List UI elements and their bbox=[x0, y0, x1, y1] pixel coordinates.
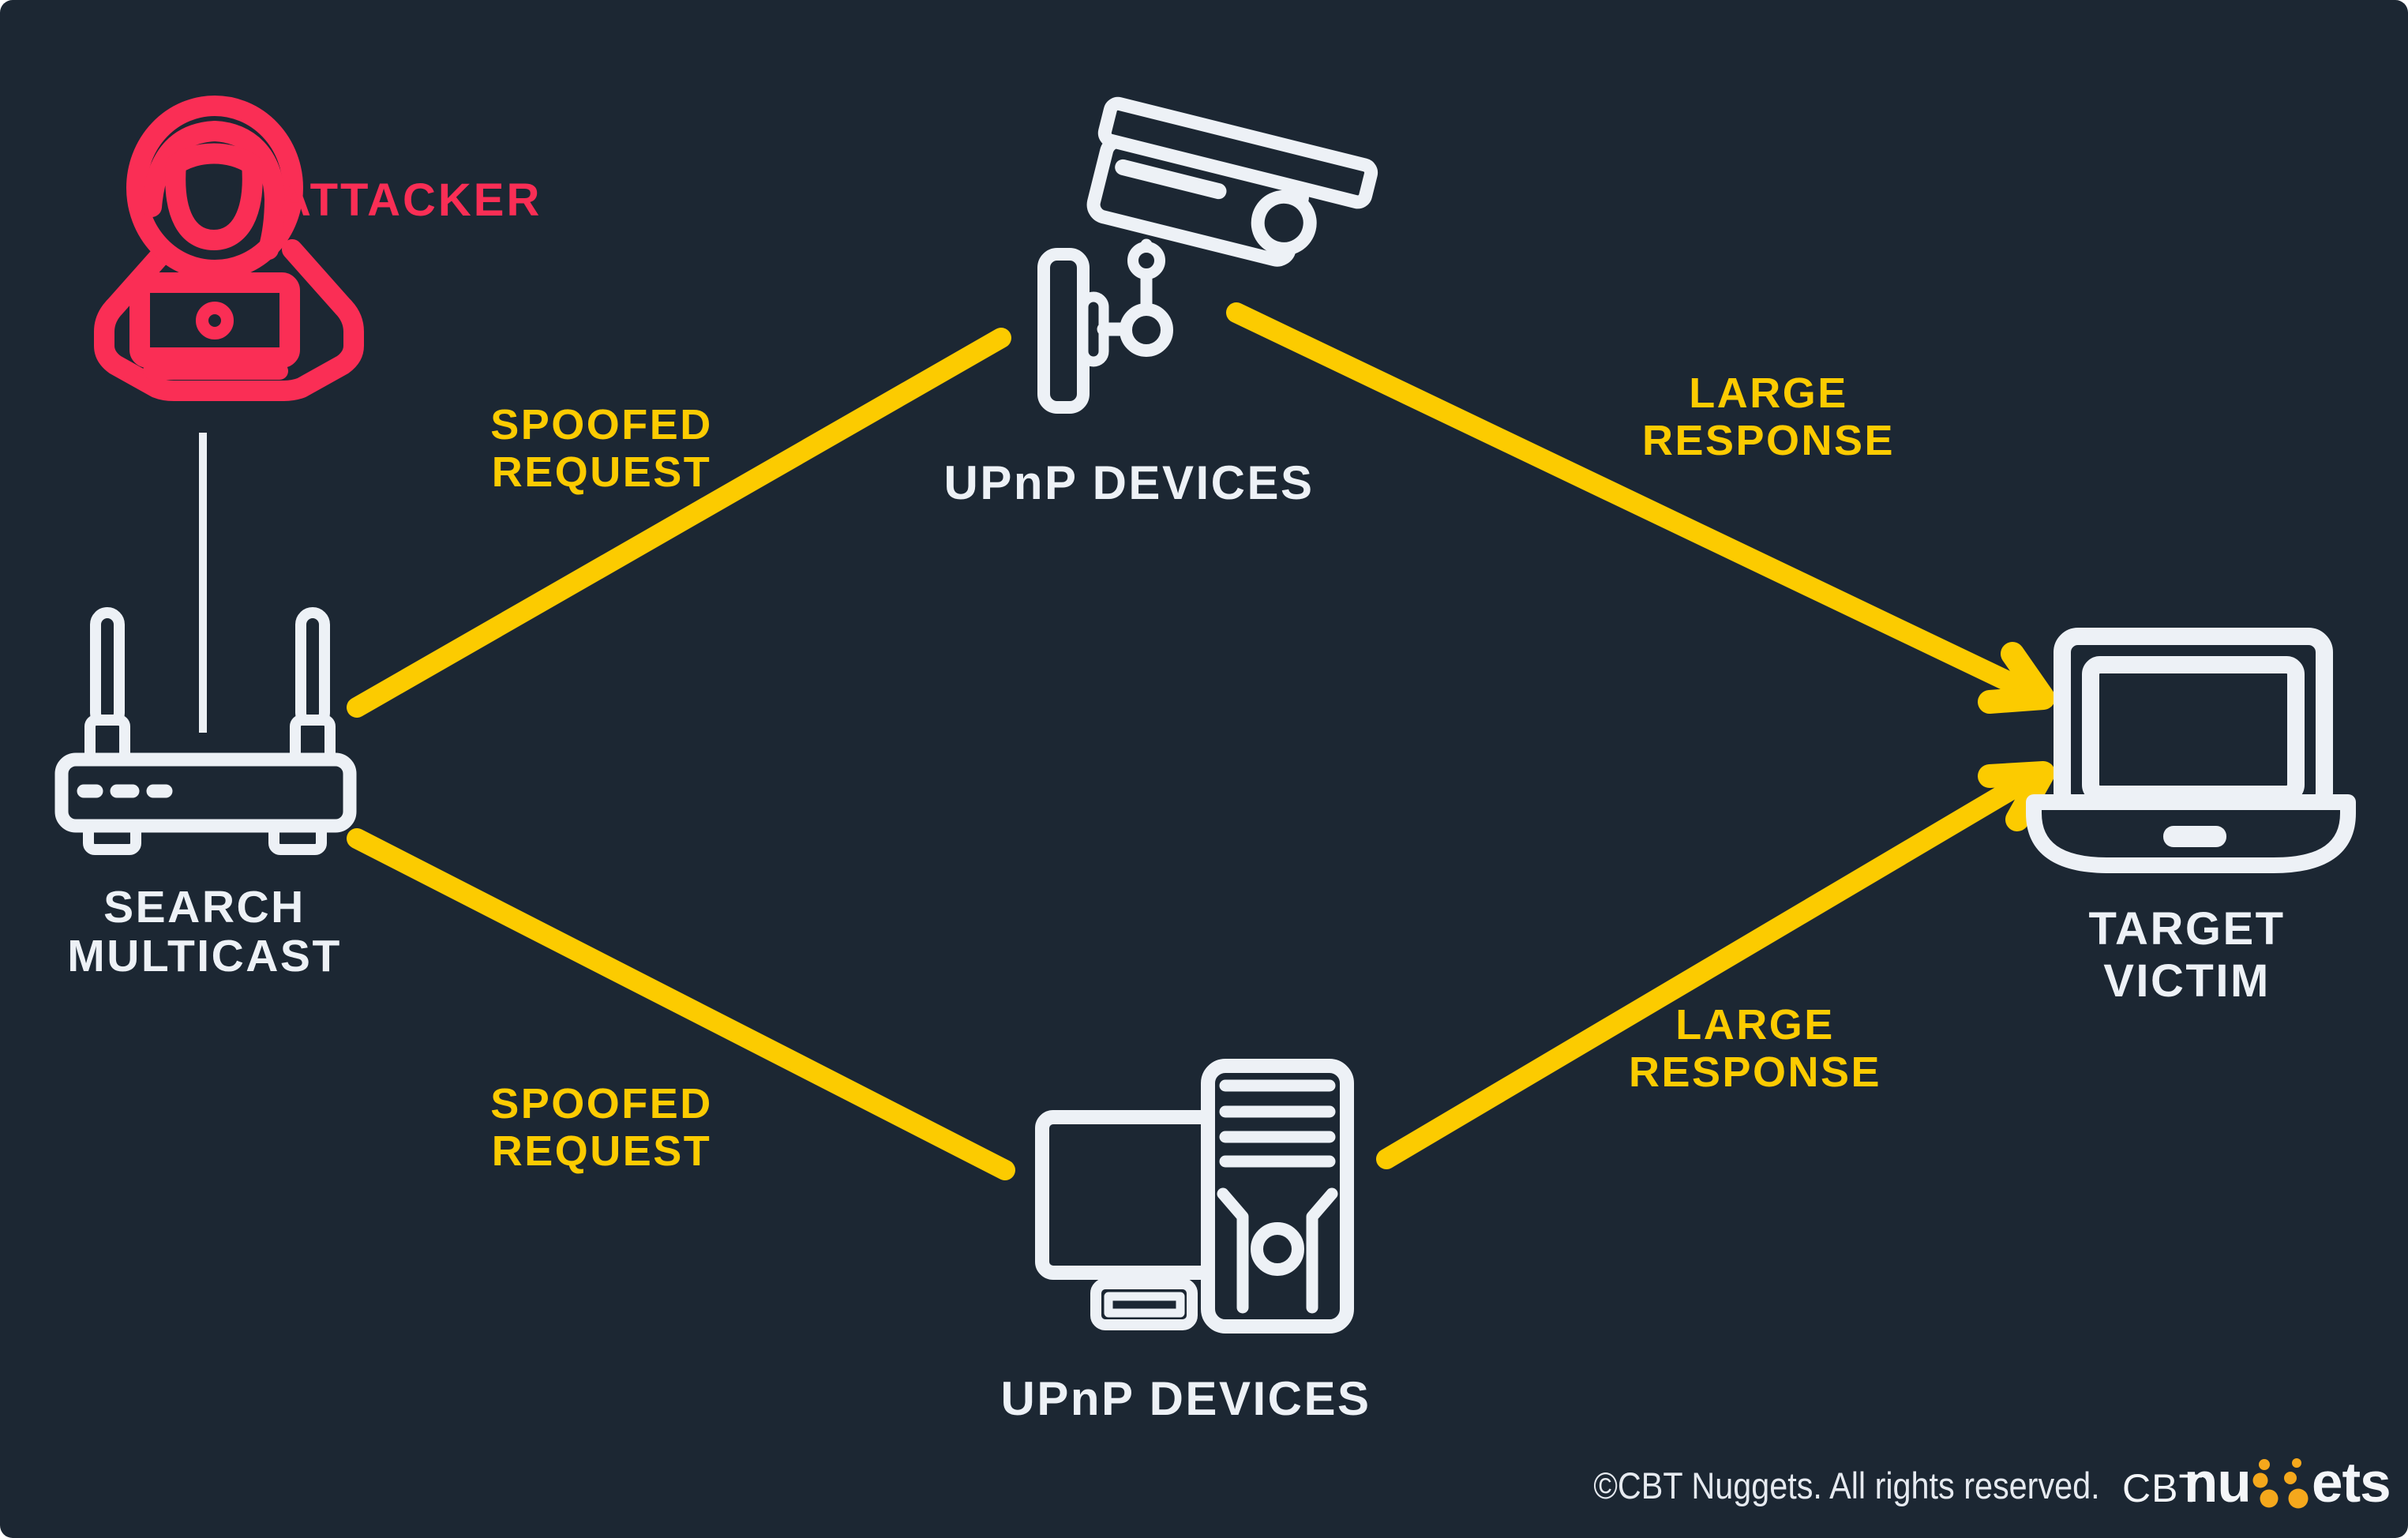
large-response-line-top bbox=[1226, 302, 2031, 698]
copyright-text: ©CBT Nuggets. All rights reserved. bbox=[1593, 1465, 2100, 1506]
arrowhead-top-icon bbox=[1978, 642, 2055, 714]
desktop-computer-icon bbox=[1035, 1059, 1354, 1334]
laptop-icon bbox=[2026, 628, 2356, 873]
large-response-top-label: LARGE RESPONSE bbox=[1641, 369, 1896, 464]
spoofed-request-top-label: SPOOFED REQUEST bbox=[490, 401, 713, 496]
cbt-nuggets-logo-cbt: CBT bbox=[2122, 1466, 2204, 1510]
spoofed-request-bottom-label: SPOOFED REQUEST bbox=[490, 1080, 713, 1175]
attacker-label: ATTACKER bbox=[278, 174, 542, 226]
upnp-devices-top-label: UPnP DEVICES bbox=[943, 456, 1315, 509]
large-response-bottom-label: LARGE RESPONSE bbox=[1628, 1001, 1882, 1096]
router-icon bbox=[54, 607, 357, 855]
hooded-hacker-icon bbox=[94, 96, 364, 401]
cbt-nuggets-logo-nu: nu bbox=[2184, 1452, 2252, 1514]
upnp-devices-bottom-label: UPnP DEVICES bbox=[1000, 1372, 1371, 1425]
spoofed-request-line-top bbox=[347, 328, 1011, 718]
large-response-line-bottom bbox=[1376, 775, 2030, 1169]
search-multicast-label: SEARCH MULTICAST bbox=[67, 882, 342, 981]
cbt-nuggets-logo-ets: ets bbox=[2312, 1452, 2391, 1514]
cbt-nuggets-logo-nuggets-icon bbox=[2252, 1458, 2309, 1509]
spoofed-request-line-bottom bbox=[347, 828, 1015, 1180]
cctv-camera-icon bbox=[1037, 96, 1378, 414]
target-victim-label: TARGET VICTIM bbox=[2088, 903, 2286, 1007]
